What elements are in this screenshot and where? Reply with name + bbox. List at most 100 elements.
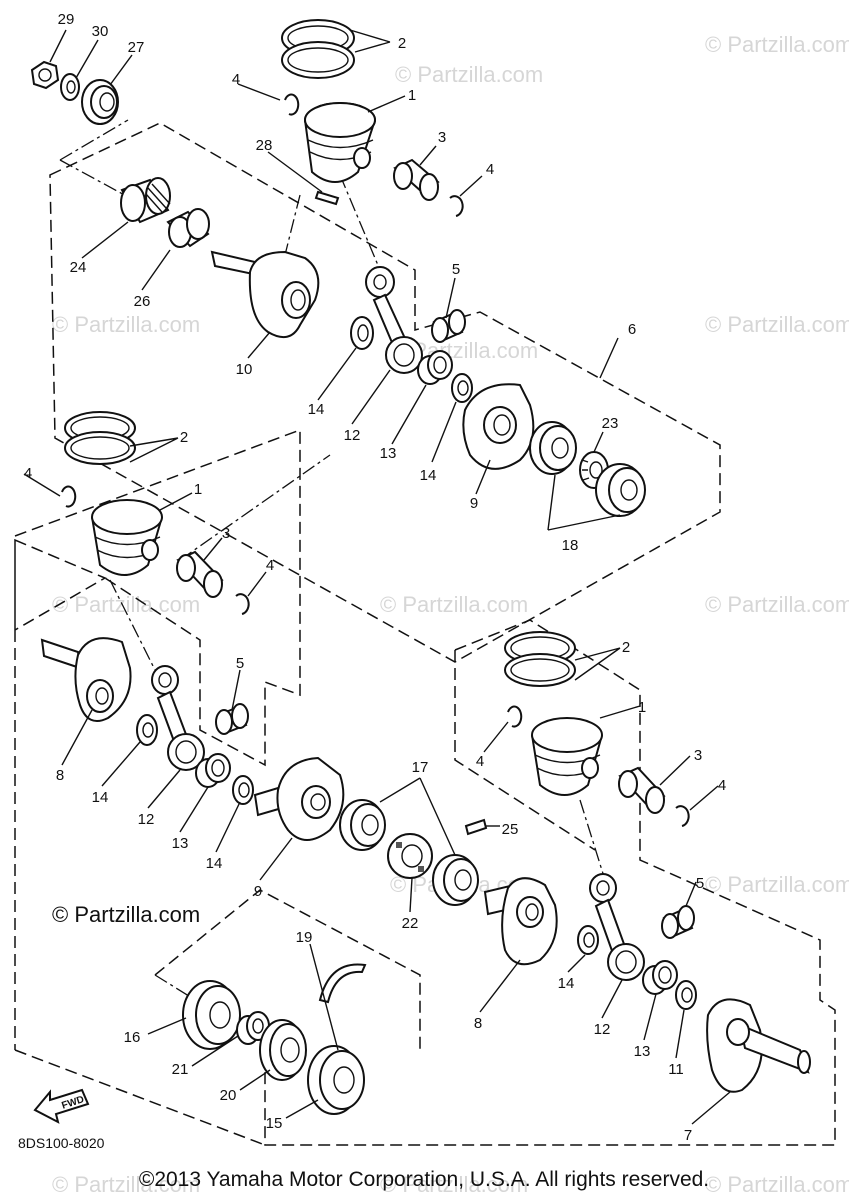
callout-17: 17	[412, 759, 429, 776]
clip-4	[284, 93, 300, 116]
callout-8: 8	[474, 1015, 482, 1032]
piston-ring-set-2-top	[281, 19, 355, 79]
oil-seal-19	[318, 963, 367, 1004]
callout-30: 30	[92, 23, 109, 40]
clip-4	[235, 593, 250, 615]
piston-pin-3-left	[176, 550, 224, 598]
nut-29	[30, 60, 60, 90]
washer-14	[577, 925, 599, 955]
watermark-text: © Partzilla.com	[52, 312, 200, 337]
callout-1: 1	[194, 481, 202, 498]
callout-4: 4	[24, 465, 32, 482]
callout-12: 12	[138, 811, 155, 828]
oil-seal-27	[81, 79, 119, 125]
callout-4: 4	[476, 753, 484, 770]
copyright-text: ©2013 Yamaha Motor Corporation, U.S.A. A…	[139, 1168, 709, 1191]
callout-26: 26	[134, 293, 151, 310]
drawing-code: 8DS100-8020	[18, 1135, 105, 1151]
washer-14	[451, 373, 473, 403]
callout-3: 3	[438, 129, 446, 146]
callout-14: 14	[92, 789, 109, 806]
callout-5: 5	[452, 261, 460, 278]
piston-1-top	[304, 102, 376, 183]
callout-28: 28	[256, 137, 273, 154]
callout-12: 12	[344, 427, 361, 444]
callout-13: 13	[380, 445, 397, 462]
group-outlines	[14, 122, 836, 1146]
bearing-13-left	[195, 753, 231, 788]
watermark-text: © Partzilla.com	[705, 32, 849, 57]
piston-ring-set-2-left	[64, 411, 136, 465]
callout-7: 7	[684, 1127, 692, 1144]
piston-1-left	[91, 499, 163, 576]
watermark-prominent: © Partzilla.com	[52, 902, 200, 927]
connecting-rod-12-left	[151, 665, 205, 771]
callout-25: 25	[502, 821, 519, 838]
washer-30	[60, 73, 80, 101]
callout-18: 18	[562, 537, 579, 554]
needle-bearing-5-right	[661, 905, 695, 939]
callout-4: 4	[232, 71, 240, 88]
bearing-18	[529, 421, 577, 475]
callout-5: 5	[236, 655, 244, 672]
piston-pin-3-top	[393, 158, 440, 201]
callout-11: 11	[668, 1061, 684, 1078]
callout-14: 14	[308, 401, 325, 418]
callout-14: 14	[420, 467, 437, 484]
pin-25	[464, 818, 488, 836]
crank-web-8-left	[40, 637, 132, 722]
bearing-13-right	[642, 960, 678, 995]
callout-leaders	[23, 29, 731, 1125]
group-outline-middle-crank	[14, 538, 107, 1050]
washer-11	[675, 980, 697, 1010]
callout-1: 1	[408, 87, 416, 104]
callout-4: 4	[718, 777, 726, 794]
piston-ring-set-2-right	[504, 631, 576, 687]
callout-13: 13	[634, 1043, 651, 1060]
bearing-17	[432, 854, 479, 906]
collar-26	[166, 208, 210, 248]
oil-seal-20	[259, 1019, 307, 1081]
callout-14: 14	[558, 975, 575, 992]
callout-23: 23	[602, 415, 619, 432]
crank-web-8-right	[483, 877, 558, 966]
watermark-text: © Partzilla.com	[52, 1172, 200, 1197]
needle-bearing-5-top	[431, 309, 466, 343]
callout-27: 27	[128, 39, 145, 56]
group-outline-bearing-set	[154, 889, 421, 1050]
watermark-layer: © Partzilla.com © Partzilla.com © Partzi…	[52, 32, 849, 1197]
bearing-24	[120, 177, 171, 224]
callout-21: 21	[172, 1061, 189, 1078]
bearing-17	[339, 799, 386, 851]
crank-web-9-middle	[253, 756, 345, 841]
bearing-16	[182, 980, 241, 1050]
clip-4	[449, 195, 464, 217]
callout-4: 4	[266, 557, 274, 574]
spacer-21	[236, 1011, 270, 1045]
callout-13: 13	[172, 835, 189, 852]
callout-9: 9	[470, 495, 478, 512]
washer-14	[136, 714, 158, 746]
crank-end-7	[706, 998, 811, 1093]
bearing-18	[595, 463, 646, 517]
callout-8: 8	[56, 767, 64, 784]
callout-24: 24	[70, 259, 87, 276]
group-outline-right-piston	[264, 619, 836, 1146]
piston-pin-3-right	[618, 766, 666, 814]
watermark-text: © Partzilla.com	[380, 592, 528, 617]
callout-9: 9	[254, 883, 262, 900]
connecting-rod-12-top	[365, 266, 423, 374]
callout-15: 15	[266, 1115, 283, 1132]
watermark-text: © Partzilla.com	[395, 62, 543, 87]
callout-labels: 29 30 27 2 4 1 3 4 28 24 26 5 6 10 14 12…	[24, 11, 726, 1144]
callout-1: 1	[638, 699, 646, 716]
connecting-rod-12-right	[589, 873, 645, 981]
callout-3: 3	[694, 747, 702, 764]
callout-6: 6	[628, 321, 636, 338]
callout-5: 5	[696, 875, 704, 892]
forward-direction-arrow: FWD	[33, 1088, 90, 1124]
watermark-text: © Partzilla.com	[380, 1172, 528, 1197]
clip-4	[507, 705, 523, 728]
clip-4	[675, 805, 690, 827]
